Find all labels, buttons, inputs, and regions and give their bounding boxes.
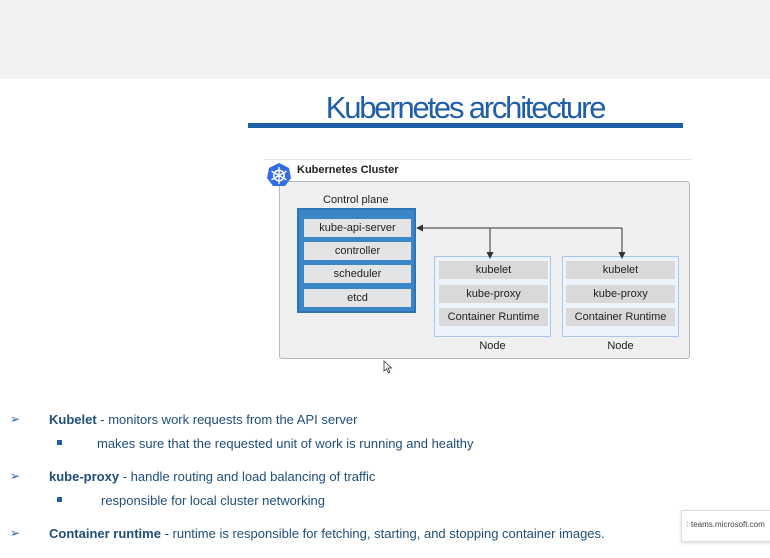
bullet-arrow-icon: ➢ (10, 412, 21, 426)
bullet-kubelet: Kubelet - monitors work requests from th… (49, 412, 357, 427)
cluster-label: Kubernetes Cluster (297, 164, 399, 176)
sharing-notification[interactable] (681, 510, 770, 542)
node2-container-runtime-block: Container Runtime (566, 308, 675, 326)
square-bullet-icon (57, 497, 62, 502)
bullet-kube-proxy: kube-proxy - handle routing and load bal… (49, 469, 375, 484)
node1-kube-proxy-block: kube-proxy (439, 285, 548, 303)
drag-handle-icon[interactable]: ⁞ (686, 520, 689, 529)
bullet-text: - runtime is responsible for fetching, s… (160, 526, 605, 541)
sub-bullet-kubelet: makes sure that the requested unit of wo… (97, 436, 474, 451)
node1-container-runtime-block: Container Runtime (439, 308, 548, 326)
sub-bullet-kube-proxy: responsible for local cluster networking (101, 493, 325, 508)
mouse-cursor-icon (383, 360, 393, 374)
slide-title: Kubernetes architecture (325, 90, 607, 125)
scheduler-block: scheduler (304, 265, 411, 283)
node2-label: Node (607, 340, 634, 352)
controller-block: controller (304, 242, 411, 260)
bullet-arrow-icon: ➢ (10, 469, 21, 483)
node1-kubelet-block: kubelet (439, 261, 548, 279)
bullet-arrow-icon: ➢ (10, 526, 21, 540)
control-plane-label: Control plane (323, 194, 389, 206)
square-bullet-icon (57, 440, 62, 445)
node2-kubelet-block: kubelet (566, 261, 675, 279)
bullet-term: kube-proxy (49, 469, 120, 484)
kubernetes-logo-icon (267, 163, 291, 186)
bullet-container-runtime: Container runtime - runtime is responsib… (49, 526, 605, 541)
top-band (0, 0, 770, 79)
diagram-top-border (264, 159, 692, 160)
node1-label: Node (479, 340, 506, 352)
bullet-term: Kubelet (49, 412, 97, 427)
bullet-text: - monitors work requests from the API se… (96, 412, 358, 427)
sharing-notification-text: teams.microsoft.com (691, 520, 765, 529)
bullet-text: - handle routing and load balancing of t… (119, 469, 376, 484)
title-underline (248, 123, 683, 128)
bullet-term: Container runtime (49, 526, 161, 541)
node2-kube-proxy-block: kube-proxy (566, 285, 675, 303)
etcd-block: etcd (304, 289, 411, 307)
kube-api-server-block: kube-api-server (304, 219, 411, 237)
